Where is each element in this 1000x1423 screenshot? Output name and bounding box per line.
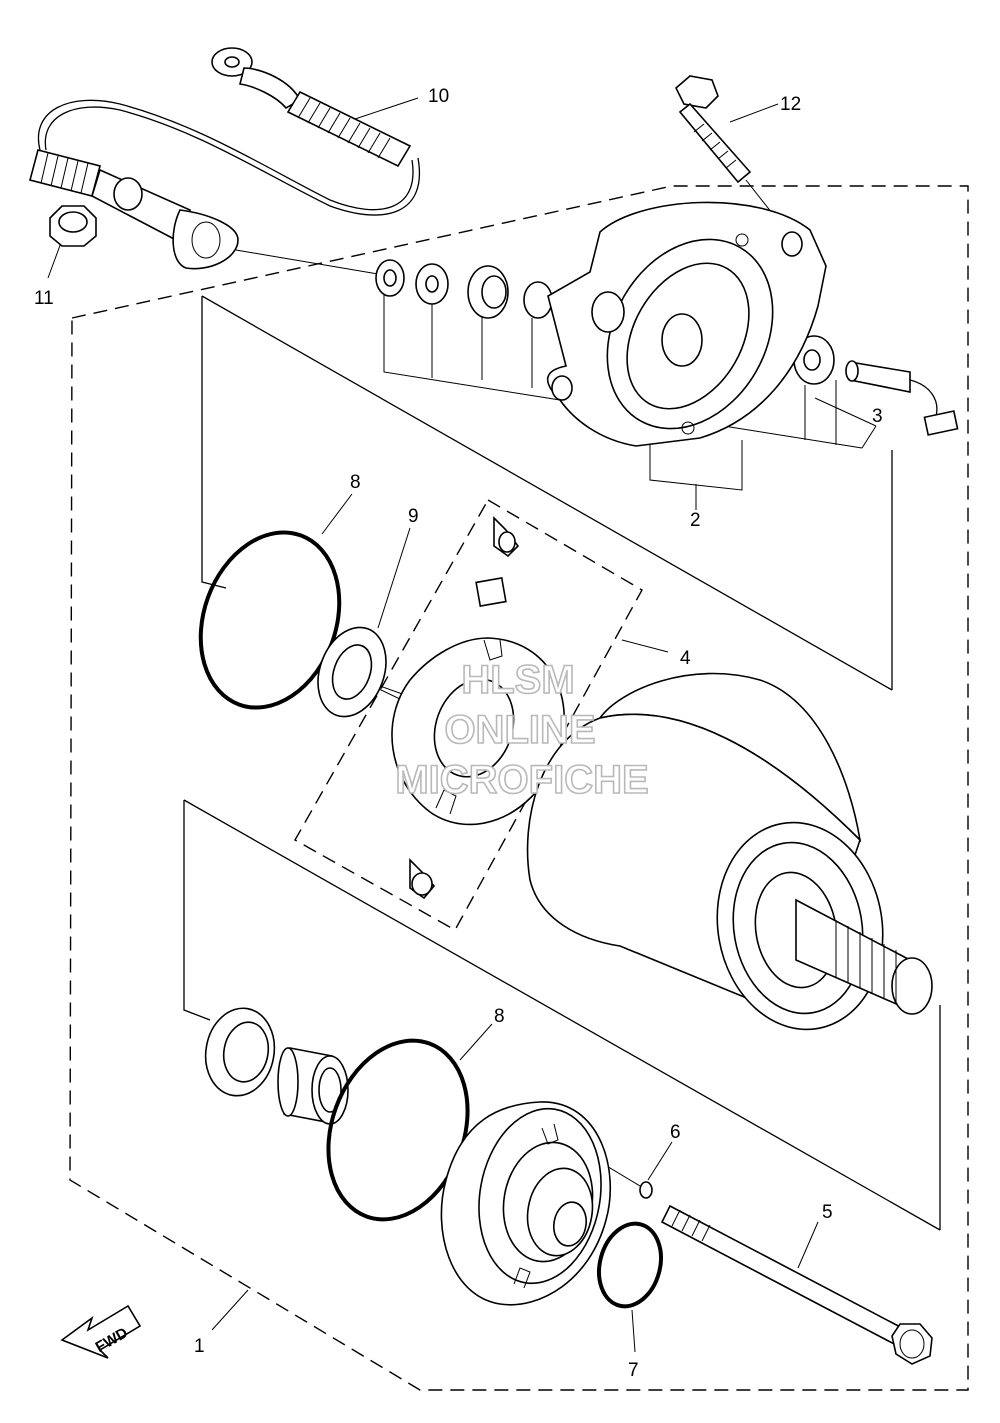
callout-5: 5 bbox=[822, 1202, 833, 1223]
callout-8a: 8 bbox=[350, 472, 361, 493]
callout-12: 12 bbox=[780, 94, 801, 115]
callout-9: 9 bbox=[408, 506, 419, 527]
fwd-arrow-icon: FWD bbox=[60, 1304, 142, 1359]
watermark-line2: ONLINE bbox=[444, 708, 595, 752]
callout-10: 10 bbox=[428, 86, 449, 107]
assembly-boundary-1 bbox=[69, 185, 969, 1391]
callout-6: 6 bbox=[670, 1122, 681, 1143]
callout-8b: 8 bbox=[494, 1006, 505, 1027]
watermark-line3: MICROFICHE bbox=[395, 758, 648, 802]
callout-3: 3 bbox=[872, 406, 883, 427]
needle-bearing bbox=[277, 1047, 349, 1125]
callout-4: 4 bbox=[680, 648, 691, 669]
callout-numbers: 10 12 11 3 8 9 2 4 8 6 5 1 7 bbox=[34, 86, 883, 1381]
callout-7: 7 bbox=[628, 1360, 639, 1381]
callout-2: 2 bbox=[690, 510, 701, 531]
callout-1: 1 bbox=[194, 1336, 205, 1357]
watermark: HLSM ONLINE MICROFICHE bbox=[395, 657, 650, 803]
brush-holder-plate bbox=[391, 516, 566, 900]
o-ring-6 bbox=[639, 1181, 653, 1199]
watermark-line1: HLSM bbox=[461, 658, 574, 702]
terminal-eye bbox=[211, 47, 302, 110]
callout-11: 11 bbox=[34, 288, 54, 309]
threaded-sleeve bbox=[286, 90, 412, 168]
brush-holder-boundary-4 bbox=[294, 499, 643, 931]
o-ring-7 bbox=[597, 1221, 663, 1309]
front-cover bbox=[440, 1101, 612, 1306]
rear-cover-2 bbox=[547, 201, 827, 447]
lead-wire-10 bbox=[29, 47, 421, 270]
cable-connector bbox=[29, 149, 239, 270]
oil-seal bbox=[204, 1007, 276, 1097]
through-bolt-5 bbox=[660, 1204, 933, 1365]
motor-yoke bbox=[526, 672, 933, 1031]
bolt-12 bbox=[675, 75, 752, 184]
seal-kit-3 bbox=[375, 259, 959, 436]
nut-11 bbox=[49, 205, 97, 247]
washer-9 bbox=[317, 626, 387, 718]
